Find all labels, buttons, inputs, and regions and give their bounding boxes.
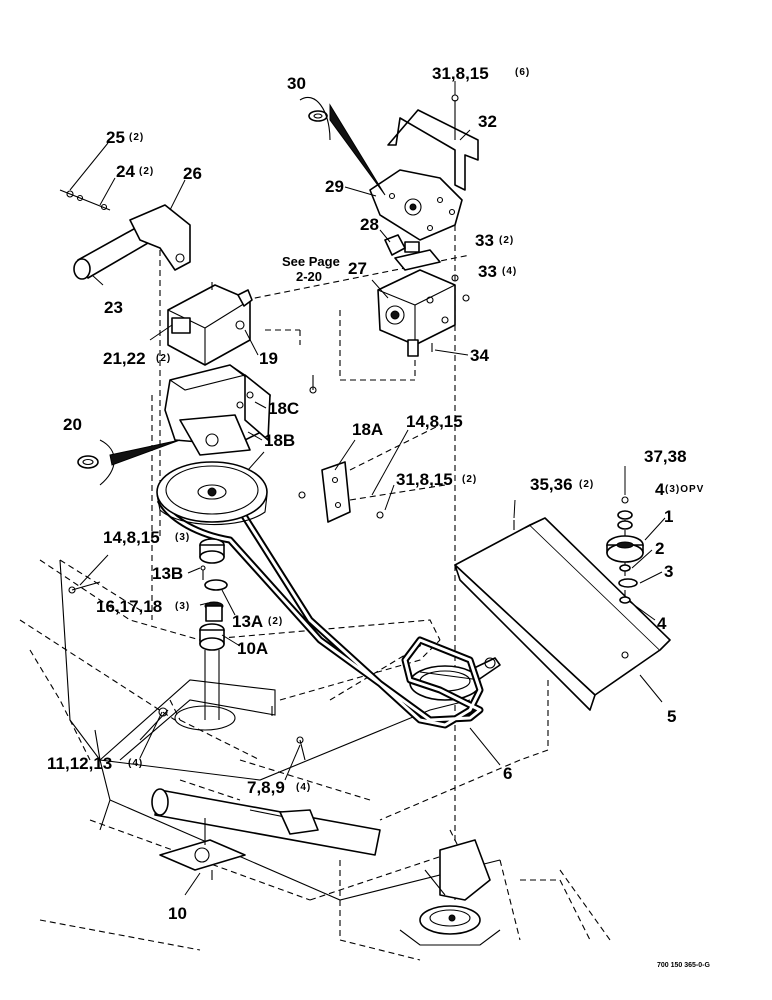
callout-14-8-15-left: 14,8,15 [103,528,160,547]
callout-24: 24 [116,162,135,181]
qty-31-right: (2) [462,474,477,485]
right-pulley-stack [513,496,644,604]
callout-23: 23 [104,298,123,317]
callout-31-8-15-top: 31,8,15 [432,64,489,83]
callout-14-8-15-right: 14,8,15 [406,412,463,431]
callout-29: 29 [325,177,344,196]
qty-31-top: (6) [515,67,530,78]
control-arm [59,189,191,280]
callout-19: 19 [259,349,278,368]
callout-32: 32 [478,112,497,131]
callout-34: 34 [470,346,489,365]
qty-14-left: (3) [175,532,190,543]
qty-25: (2) [129,132,144,143]
qty-33-a: (2) [499,235,514,246]
spindle-stack [174,538,236,731]
callout-18a: 18A [352,420,383,439]
hardware-left [68,581,306,761]
drawing-number: 700 150 365-0-G [657,962,710,969]
callout-10: 10 [168,904,187,923]
callout-26: 26 [183,164,202,183]
callout-13b: 13B [152,564,183,583]
callout-28: 28 [360,215,379,234]
callout-labels: 30 31,8,15 (6) 32 25 (2) 24 (2) 26 29 28… [47,64,710,969]
callout-25: 25 [106,128,125,147]
qty-33-b: (4) [502,266,517,277]
phantom-lines [19,225,626,951]
callout-5: 5 [667,707,676,726]
see-page-note-line1: See Page [282,254,340,269]
mower-frame [29,559,591,961]
callout-10a: 10A [237,639,268,658]
callout-21-22: 21,22 [103,349,146,368]
belt-shield [454,517,671,711]
qty-35-36: (2) [579,479,594,490]
mounting-plate [369,94,479,271]
callout-6: 6 [503,764,512,783]
qty-11-12-13: (4) [128,758,143,769]
leader-lines [69,81,666,896]
callout-33-a: 33 [475,231,494,250]
callout-35-36: 35,36 [530,475,573,494]
callout-13a: 13A [232,612,263,631]
callout-3: 3 [664,562,673,581]
callout-30: 30 [287,74,306,93]
qty-21-22: (2) [156,353,171,364]
qty-24: (2) [139,166,154,177]
spacer-30 [299,97,386,196]
spacer-20 [77,439,181,486]
qty-7-8-9: (4) [296,782,311,793]
qty-16-17-18: (3) [175,601,190,612]
callout-33-b: 33 [478,262,497,281]
callout-7-8-9: 7,8,9 [247,778,285,797]
bracket-18a [298,424,446,523]
qty-13a: (2) [268,616,283,627]
see-page-note-line2: 2-20 [296,269,322,284]
callout-37-38: 37,38 [644,447,687,466]
callout-20: 20 [63,415,82,434]
drive-pulley [156,461,268,526]
callout-4-top: 4 [655,480,665,499]
gearbox [377,269,470,357]
callout-18c: 18C [268,399,299,418]
motor [167,282,253,366]
callout-11-12-13: 11,12,13 [47,754,112,773]
callout-2: 2 [655,539,664,558]
callout-18b: 18B [264,431,295,450]
callout-4-bottom: 4 [657,614,667,633]
callout-1: 1 [664,507,673,526]
pulley-bracket [164,364,317,456]
callout-27: 27 [348,259,367,278]
callout-16-17-18: 16,17,18 [96,597,162,616]
qty-4-opv: (3)OPV [665,484,704,495]
callout-31-8-15-right: 31,8,15 [396,470,453,489]
